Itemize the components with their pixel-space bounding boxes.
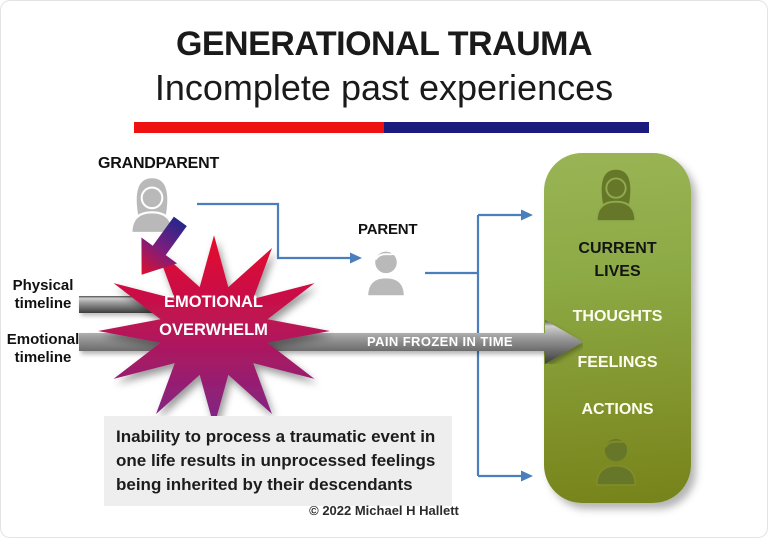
panel-thoughts-label: THOUGHTS — [572, 308, 663, 325]
emotional-timeline-label: Emotional timeline — [6, 331, 80, 366]
panel-feelings-label: FEELINGS — [577, 354, 658, 371]
starburst-line2: OVERWHELM — [159, 321, 268, 339]
page-title: GENERATIONAL TRAUMA — [175, 25, 593, 63]
starburst-text: EMOTIONAL OVERWHELM — [130, 288, 297, 344]
male-person-icon — [366, 251, 406, 298]
page-subtitle: Incomplete past experiences — [154, 67, 614, 108]
divider-red-segment — [134, 122, 384, 133]
copyright-text: © 2022 Michael H Hallett — [309, 503, 459, 518]
female-person-icon — [130, 178, 174, 234]
arrowhead-to-panel-bottom — [521, 470, 533, 482]
parent-label: PARENT — [358, 221, 418, 238]
divider-navy-segment — [384, 122, 649, 133]
arrowhead-to-panel-top — [521, 209, 533, 221]
pain-frozen-label: PAIN FROZEN IN TIME — [366, 334, 514, 349]
panel-current-lives-label: CURRENT LIVES — [578, 240, 657, 280]
starburst-line1: EMOTIONAL — [164, 293, 263, 311]
pain-frozen-arrow — [79, 320, 583, 364]
gradient-down-arrow — [141, 216, 187, 275]
emotional-overwhelm-starburst — [98, 235, 330, 427]
arrowhead-to-parent — [350, 252, 362, 264]
male-person-icon — [595, 439, 637, 487]
caption-text: Inability to process a traumatic event i… — [104, 416, 452, 506]
current-lives-panel: CURRENT LIVES THOUGHTS FEELINGS ACTIONS — [544, 153, 691, 503]
divider-bar — [134, 122, 649, 133]
panel-actions-label: ACTIONS — [581, 401, 654, 418]
female-person-icon — [595, 169, 637, 223]
physical-timeline-label: Physical timeline — [12, 277, 74, 312]
grandparent-label: GRANDPARENT — [98, 155, 220, 172]
